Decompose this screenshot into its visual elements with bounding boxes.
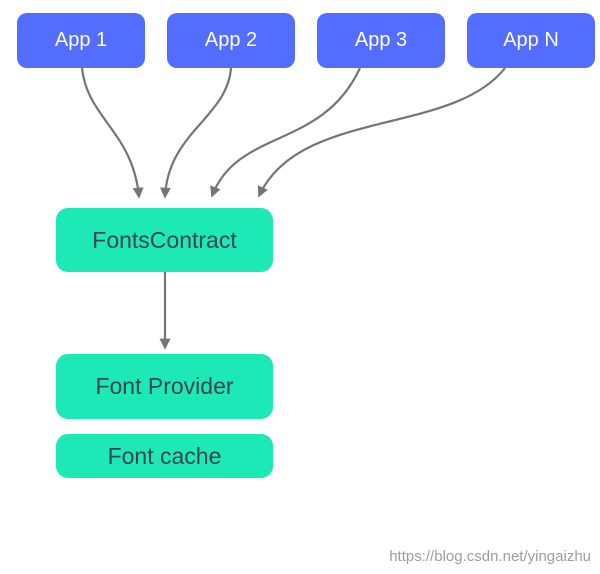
node-app-1: App 1 <box>17 13 145 68</box>
node-fonts-contract-label: FontsContract <box>92 226 237 253</box>
edge-appN-to-fontscontract <box>257 67 506 198</box>
node-font-provider-label: Font Provider <box>95 373 234 399</box>
node-fonts-contract: FontsContract <box>56 208 273 272</box>
node-app-n-label: App N <box>503 29 559 51</box>
node-font-cache: Font cache <box>56 434 273 478</box>
node-font-cache-label: Font cache <box>107 442 222 469</box>
watermark-url: https://blog.csdn.net/yingaizhu <box>389 548 591 565</box>
node-app-2: App 2 <box>167 13 295 68</box>
node-app-2-label: App 2 <box>204 29 258 51</box>
node-app-3-label: App 3 <box>354 29 408 51</box>
node-app-1-label: App 1 <box>54 29 108 51</box>
node-font-provider: Font Provider <box>56 354 273 419</box>
node-app-3: App 3 <box>317 13 445 68</box>
edge-app3-to-fontscontract <box>210 67 361 198</box>
edge-app1-to-fontscontract <box>80 67 144 199</box>
node-app-n: App N <box>467 13 595 68</box>
edge-app2-to-fontscontract <box>159 67 233 199</box>
